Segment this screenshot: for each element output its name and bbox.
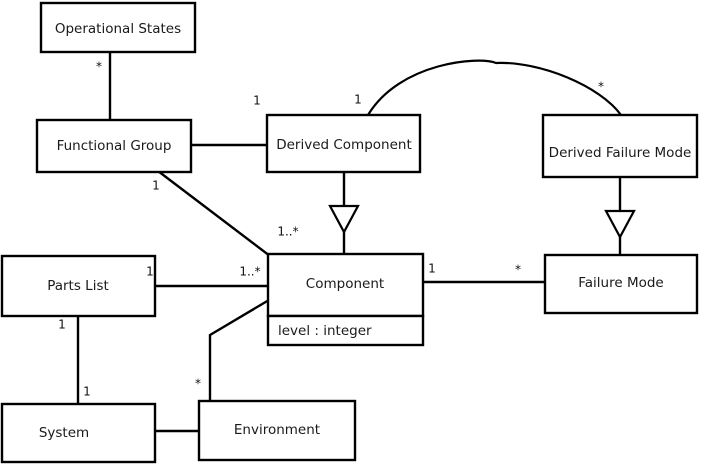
class-box-component-name-compartment bbox=[266, 252, 425, 318]
class-box-environment[interactable]: Environment bbox=[197, 399, 357, 462]
class-box-system-rect bbox=[0, 402, 157, 464]
class-box-functional-group-rect bbox=[35, 118, 193, 174]
multiplicity-labels-layer: * 1 1 1..* 1 * 1 1..* 1 * 1 1 * bbox=[58, 60, 604, 399]
class-box-operational-states-rect bbox=[39, 1, 197, 54]
class-box-system[interactable]: System bbox=[0, 402, 157, 464]
class-name-environment: Environment bbox=[234, 422, 320, 438]
relation-environment-component bbox=[208, 298, 270, 401]
multiplicity-component-to-failure-mode: 1 bbox=[428, 262, 436, 276]
relation-functional-group-component bbox=[157, 170, 271, 257]
relation-derived-component-derived-failure-mode bbox=[367, 59, 622, 116]
multiplicity-parts-list-end: 1 bbox=[146, 265, 154, 279]
class-box-failure-mode-rect bbox=[543, 253, 699, 315]
class-name-parts-list: Parts List bbox=[47, 278, 109, 294]
class-box-derived-component[interactable]: Derived Component bbox=[265, 113, 422, 174]
class-name-failure-mode: Failure Mode bbox=[578, 275, 664, 291]
class-name-functional-group: Functional Group bbox=[57, 138, 172, 154]
class-box-derived-component-rect bbox=[265, 113, 422, 174]
class-box-derived-failure-mode-rect bbox=[541, 113, 699, 179]
class-name-derived-component: Derived Component bbox=[276, 137, 412, 153]
class-box-failure-mode[interactable]: Failure Mode bbox=[543, 253, 699, 315]
multiplicity-operational-states-end: * bbox=[96, 60, 102, 74]
class-name-component: Component bbox=[306, 276, 384, 292]
multiplicity-parts-list-to-system-top: 1 bbox=[58, 318, 66, 332]
multiplicity-component-from-parts-list: 1..* bbox=[239, 265, 260, 279]
class-name-operational-states: Operational States bbox=[55, 21, 181, 37]
class-box-component[interactable]: Component level : integer bbox=[266, 252, 425, 347]
multiplicity-functional-group-to-component: 1 bbox=[152, 179, 160, 193]
relations-layer bbox=[76, 52, 636, 433]
multiplicity-component-from-functional-group: 1..* bbox=[277, 225, 298, 239]
generalization-triangle-failure-mode bbox=[604, 209, 636, 240]
multiplicity-failure-mode-end: * bbox=[515, 263, 521, 277]
class-name-system: System bbox=[39, 425, 89, 441]
class-name-derived-failure-mode: Derived Failure Mode bbox=[549, 145, 692, 161]
class-box-operational-states[interactable]: Operational States bbox=[39, 1, 197, 54]
class-box-environment-rect bbox=[197, 399, 357, 462]
class-box-derived-failure-mode[interactable]: Derived Failure Mode bbox=[541, 113, 699, 179]
class-box-functional-group[interactable]: Functional Group bbox=[35, 118, 193, 174]
class-box-parts-list-rect bbox=[0, 254, 157, 318]
multiplicity-derived-failure-mode-curve-end: * bbox=[598, 80, 604, 94]
multiplicity-derived-component-curve-end: 1 bbox=[354, 93, 362, 107]
class-attribute-component-level: level : integer bbox=[278, 323, 372, 339]
generalization-triangle-component bbox=[328, 204, 360, 235]
multiplicity-functional-group-to-derived-component: 1 bbox=[253, 94, 261, 108]
multiplicity-environment-end: * bbox=[195, 377, 201, 391]
class-box-component-attribute-compartment bbox=[266, 314, 425, 347]
multiplicity-parts-list-to-system-bottom: 1 bbox=[83, 385, 91, 399]
class-box-parts-list[interactable]: Parts List bbox=[0, 254, 157, 318]
